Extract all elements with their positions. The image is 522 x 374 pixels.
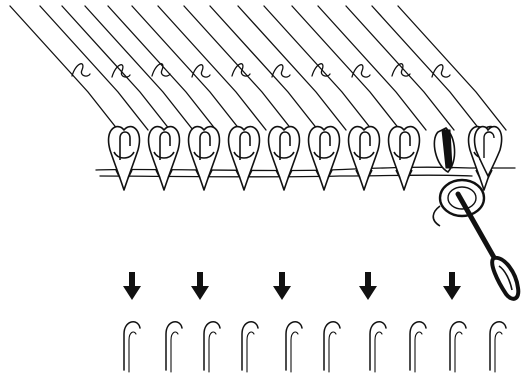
yarn-strand-line <box>210 6 318 130</box>
latch-needle-icon <box>490 322 506 372</box>
yarn-strand-line <box>398 6 506 130</box>
needle-latch <box>209 332 216 372</box>
yarn-strand-line <box>158 6 266 130</box>
needle-shank <box>204 322 220 370</box>
needle-shank <box>242 322 258 370</box>
down-arrow-icon <box>123 272 141 300</box>
needle-latch <box>455 332 462 372</box>
needle-shank <box>450 322 466 370</box>
stitch-loop <box>269 127 300 190</box>
latch-needle-icon <box>410 322 426 372</box>
yarn-twist-loop <box>152 64 170 76</box>
latch-needle-icon <box>324 322 340 372</box>
needle-shank <box>166 322 182 370</box>
stitch-loop <box>349 127 380 190</box>
needle-shank <box>324 322 340 370</box>
needle-latch <box>129 332 136 372</box>
needle-latch <box>375 332 382 372</box>
latch-needle-icon <box>124 322 140 372</box>
latch-needle-icon <box>242 322 258 372</box>
yarn-twist-loop <box>232 64 250 76</box>
yarn-strand-line <box>132 6 240 130</box>
needle-shank <box>286 322 302 370</box>
down-arrow-icon <box>191 272 209 300</box>
latch-needle-icon <box>370 322 386 372</box>
stitch-loop <box>389 127 420 190</box>
needle-row <box>124 322 506 372</box>
needle-latch <box>247 332 254 372</box>
needle-latch <box>171 332 178 372</box>
needle-latch <box>495 332 502 372</box>
stitch-loop <box>229 127 260 190</box>
yarn-strand-line <box>346 6 454 130</box>
yarn-strand-line <box>292 6 400 130</box>
latch-needle-icon <box>204 322 220 372</box>
latch-needle-icon <box>166 322 182 372</box>
down-arrow-icon <box>359 272 377 300</box>
needle-latch <box>329 332 336 372</box>
needle-latch <box>291 332 298 372</box>
stitch-loop <box>189 127 220 190</box>
stitch-loop <box>149 127 180 190</box>
transfer-tool-eye <box>492 258 518 299</box>
down-arrow-icon <box>273 272 291 300</box>
yarn-twist-loop <box>272 65 290 77</box>
stitch-loop <box>109 127 140 190</box>
needle-shank <box>370 322 386 370</box>
stitch-loop <box>309 127 340 190</box>
yarn-twist-loop <box>312 64 330 76</box>
yarn-strand-line <box>238 6 346 130</box>
ring-tail <box>433 206 440 226</box>
needle-shank <box>490 322 506 370</box>
yarn-strand-line <box>85 6 193 130</box>
yarn-twist-loop <box>72 64 90 76</box>
needle-latch <box>415 332 422 372</box>
yarn-strand-line <box>318 6 426 130</box>
needle-shank <box>124 322 140 370</box>
latch-needle-icon <box>286 322 302 372</box>
down-arrow-icon <box>443 272 461 300</box>
yarn-strand-line <box>372 6 480 130</box>
arrow-row <box>123 272 461 300</box>
yarn-strand-line <box>40 6 148 130</box>
lifted-stitch-loop <box>434 128 454 172</box>
latch-needle-icon <box>450 322 466 372</box>
needle-shank <box>410 322 426 370</box>
